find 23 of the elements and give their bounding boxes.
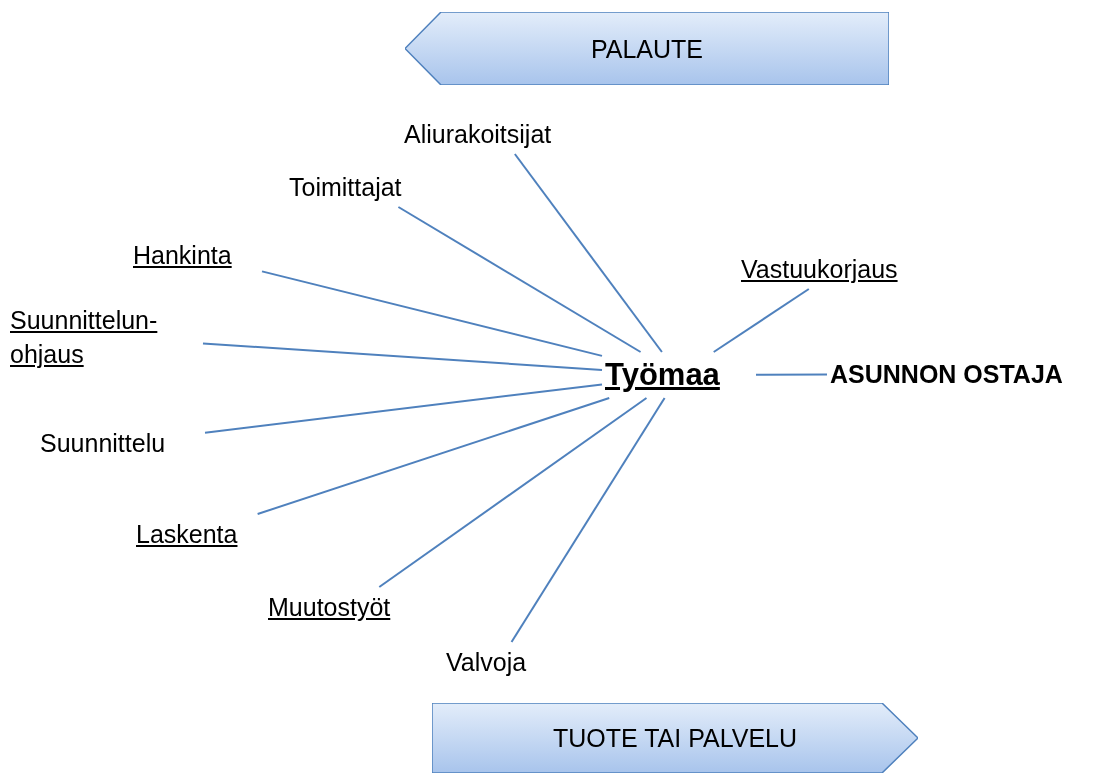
node-label: Hankinta bbox=[133, 238, 259, 272]
connector-line bbox=[202, 342, 603, 371]
node-label: Valvoja bbox=[446, 645, 552, 679]
connector-line bbox=[378, 397, 648, 588]
node-label: Muutostyöt bbox=[268, 590, 434, 624]
node-label: Suunnittelu bbox=[40, 426, 202, 460]
node-label: Suunnittelun-ohjaus bbox=[10, 303, 200, 371]
node-label: Toimittajat bbox=[289, 170, 441, 204]
node-label: Työmaa bbox=[605, 355, 753, 395]
node-label: Laskenta bbox=[136, 517, 258, 551]
node-label: Aliurakoitsijat bbox=[404, 117, 596, 151]
arrow-label: TUOTE TAI PALVELU bbox=[551, 723, 798, 753]
node-label: Vastuukorjaus bbox=[741, 252, 937, 286]
node-label: ASUNNON OSTAJA bbox=[830, 357, 1096, 391]
connector-line bbox=[755, 373, 828, 376]
connector-line bbox=[397, 206, 642, 353]
arrow-label: PALAUTE bbox=[589, 34, 705, 63]
connector-line bbox=[513, 153, 663, 353]
connector-line bbox=[510, 397, 666, 643]
connector-line bbox=[261, 270, 603, 357]
connector-line bbox=[712, 288, 810, 353]
connector-line bbox=[204, 383, 603, 434]
connector-line bbox=[256, 397, 611, 515]
